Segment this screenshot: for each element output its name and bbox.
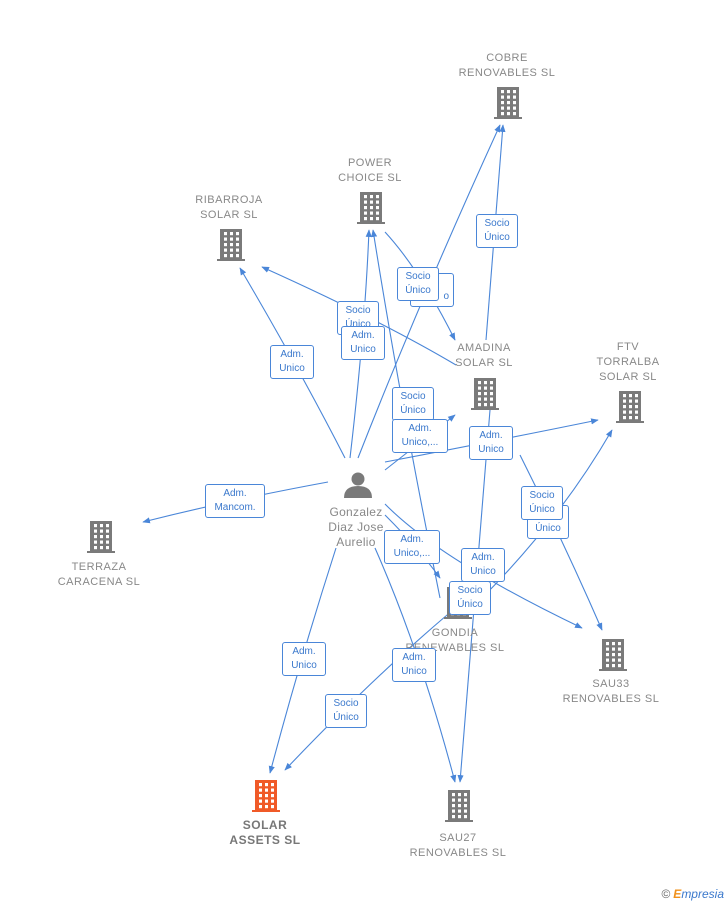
company-label-sau33: SAU33 RENOVABLES SL (562, 678, 660, 705)
company-label-ftv: FTV TORRALBA SOLAR SL (596, 341, 660, 383)
building-icon-sau33[interactable] (599, 639, 627, 671)
company-label-sau27: SAU27 RENOVABLES SL (409, 832, 507, 859)
relation-label[interactable]: Adm.Unico (461, 548, 505, 582)
person-name-label: Gonzalez Diaz Jose Aurelio (328, 505, 384, 549)
company-label-cobre: COBRE RENOVABLES SL (458, 52, 556, 79)
building-icon-terraza[interactable] (87, 521, 115, 553)
brand-logo: ©Empresia (661, 887, 724, 901)
relation-label[interactable]: Adm.Unico (392, 648, 436, 682)
edge-12 (519, 454, 603, 631)
company-label-solar-assets: SOLAR ASSETS SL (229, 818, 301, 847)
company-label-ribarroja: RIBARROJA SOLAR SL (195, 194, 263, 221)
relation-label[interactable]: Adm.Unico,... (384, 530, 440, 564)
building-icon-solar_assets[interactable] (252, 780, 280, 812)
building-icon-ribarroja[interactable] (217, 229, 245, 261)
relation-label[interactable]: Adm.Unico (270, 345, 314, 379)
relation-label[interactable]: Adm.Unico (282, 642, 326, 676)
edge-18 (284, 599, 466, 771)
building-icon-ftv[interactable] (616, 391, 644, 423)
company-label-power: POWER CHOICE SL (338, 157, 402, 184)
building-icon-power[interactable] (357, 192, 385, 224)
building-icon-cobre[interactable] (494, 87, 522, 119)
building-icon-amadina[interactable] (471, 378, 499, 410)
person-icon[interactable] (344, 472, 372, 499)
relation-label[interactable]: Adm.Unico (341, 326, 385, 360)
company-label-terraza: TERRAZA CARACENA SL (57, 561, 141, 588)
company-label-amadina: AMADINA SOLAR SL (455, 342, 513, 369)
building-icon-sau27[interactable] (445, 790, 473, 822)
relation-label[interactable]: Adm.Mancom. (205, 484, 265, 518)
relation-label[interactable]: Adm.Unico,... (392, 419, 448, 453)
relation-label[interactable]: Adm.Unico (469, 426, 513, 460)
